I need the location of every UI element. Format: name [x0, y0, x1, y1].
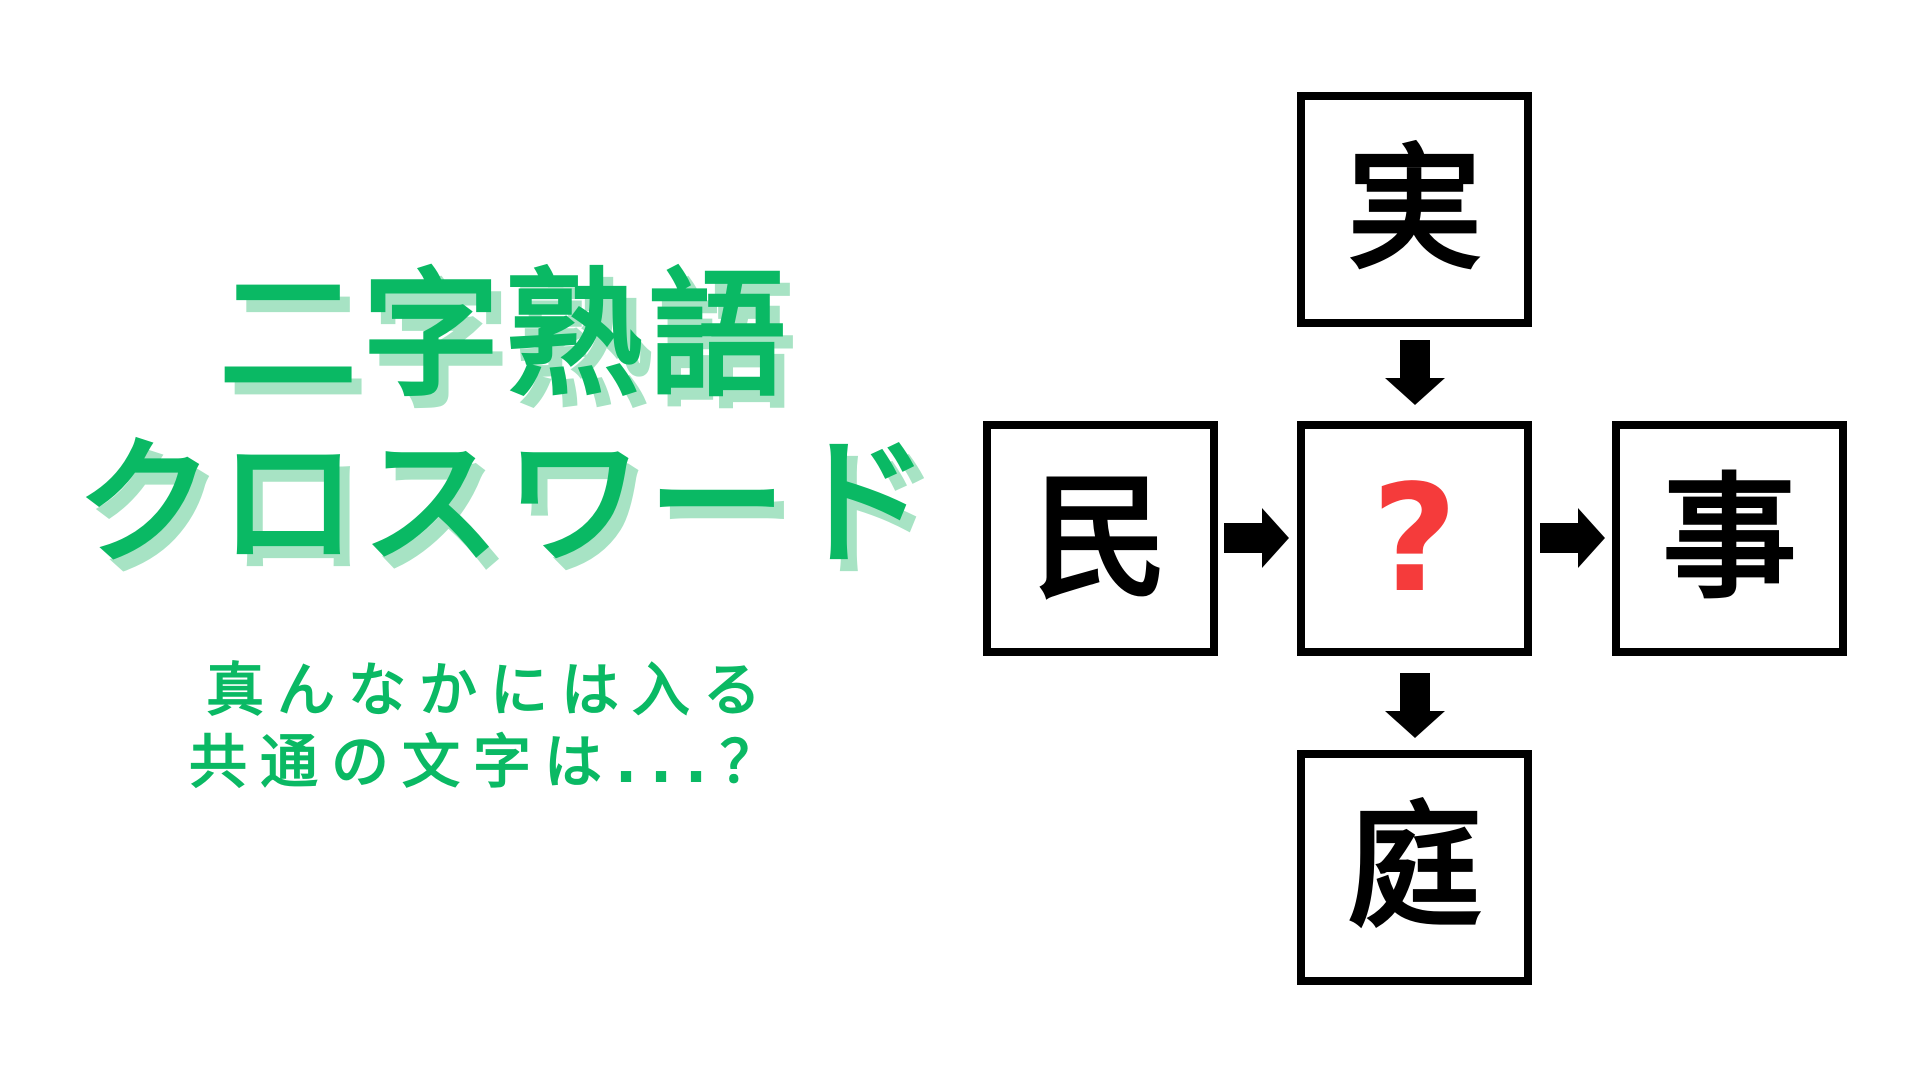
puzzle-cell-right: 事	[1612, 421, 1847, 656]
kanji-bottom: 庭	[1347, 789, 1482, 946]
page-title: 二字熟語 クロスワード	[0, 252, 1010, 588]
arrow-down-icon	[1384, 673, 1446, 739]
left-panel: 二字熟語 クロスワード 真んなかには入る 共通の文字は...？	[0, 252, 1010, 798]
puzzle-cell-top: 実	[1297, 92, 1532, 327]
puzzle-cell-left: 民	[983, 421, 1218, 656]
puzzle-cell-bottom: 庭	[1297, 750, 1532, 985]
puzzle-cell-center: ?	[1297, 421, 1532, 656]
kanji-top: 実	[1347, 131, 1482, 288]
arrow-right-icon	[1540, 507, 1606, 569]
question-mark: ?	[1371, 452, 1458, 625]
arrow-right-icon	[1224, 507, 1290, 569]
subtitle-line-2: 共通の文字は...？	[188, 728, 792, 796]
kanji-right: 事	[1662, 460, 1797, 617]
subtitle: 真んなかには入る 共通の文字は...？	[0, 654, 980, 798]
kanji-left: 民	[1033, 460, 1168, 617]
arrow-down-icon	[1384, 340, 1446, 406]
puzzle-diagram: 実 民 ? 事 庭	[983, 92, 1847, 985]
title-line-1: 二字熟語	[218, 255, 791, 416]
title-line-2: クロスワード	[75, 423, 934, 584]
subtitle-line-1: 真んなかには入る	[205, 656, 774, 724]
